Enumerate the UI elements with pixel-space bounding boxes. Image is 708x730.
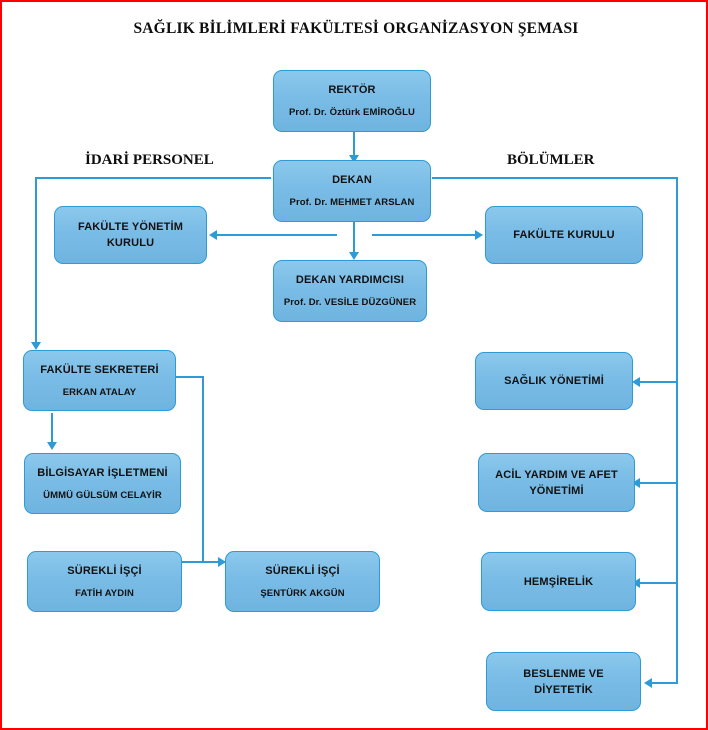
node-saglik-yonetimi[interactable]: SAĞLIK YÖNETİMİ [475, 352, 633, 410]
node-saglik-yonetimi-title: SAĞLIK YÖNETİMİ [504, 375, 604, 387]
connector-dekan-yardimci [353, 221, 355, 257]
connector-sekreteri-bilgisayar [51, 413, 53, 445]
arrow-beslenme [644, 678, 652, 688]
node-rektor-person: Prof. Dr. Öztürk EMİROĞLU [288, 107, 415, 118]
node-bilgisayar-title: BİLGİSAYAR İŞLETMENİ [37, 466, 168, 479]
node-bilgisayar-person: ÜMMÜ GÜLSÜM CELAYİR [43, 489, 162, 501]
node-dekan-title: DEKAN [332, 174, 372, 186]
node-fakulte-kurulu[interactable]: FAKÜLTE KURULU [485, 206, 643, 264]
connector-isci-trunk [202, 376, 204, 562]
node-beslenme-title: BESLENME VE [523, 667, 604, 680]
arrow-isci-2 [218, 557, 226, 567]
arrow-fakulte-kurulu [475, 230, 483, 240]
node-fakulte-yonetim-title: FAKÜLTE YÖNETİM [77, 221, 184, 233]
connector-branch-beslenme [652, 682, 678, 684]
connector-left-trunk [35, 177, 37, 345]
node-rektor[interactable]: REKTÖR Prof. Dr. Öztürk EMİROĞLU [273, 70, 431, 132]
node-isci-1-title: SÜREKLİ İŞÇİ [67, 564, 142, 577]
page-title: SAĞLIK BİLİMLERİ FAKÜLTESİ ORGANİZASYON … [133, 20, 579, 37]
connector-branch-hemsirelik [640, 582, 678, 584]
arrow-rektor-dekan [349, 155, 359, 163]
node-beslenme-diyetetik[interactable]: BESLENME VE DİYETETİK [486, 652, 641, 711]
node-fakulte-yonetim-title2: KURULU [106, 237, 155, 249]
section-label-idari-personel: İDARİ PERSONEL [85, 152, 214, 168]
node-bilgisayar-isletmeni[interactable]: BİLGİSAYAR İŞLETMENİ ÜMMÜ GÜLSÜM CELAYİR [24, 453, 181, 514]
node-acil-yardim-title2: YÖNETİMİ [529, 484, 584, 497]
node-hemsirelik[interactable]: HEMŞİRELİK [481, 552, 636, 611]
arrow-saglik-yonetimi [632, 377, 640, 387]
node-isci-2-title: SÜREKLİ İŞÇİ [265, 564, 340, 577]
arrow-dekan-yardimci [349, 252, 359, 260]
connector-branch-acil [640, 482, 678, 484]
node-isci-1-person: FATİH AYDIN [75, 587, 134, 599]
connector-rektor-dekan [353, 131, 355, 157]
node-rektor-title: REKTÖR [328, 84, 376, 96]
node-acil-yardim-title: ACİL YARDIM VE AFET [495, 468, 618, 481]
node-fakulte-sekreteri[interactable]: FAKÜLTE SEKRETERİ ERKAN ATALAY [23, 350, 176, 411]
node-dekan-person: Prof. Dr. MEHMET ARSLAN [289, 197, 415, 208]
connector-sekreteri-right-h [174, 376, 204, 378]
node-hemsirelik-title: HEMŞİRELİK [523, 575, 594, 588]
node-isci-2-person: ŞENTÜRK AKGÜN [260, 587, 345, 599]
node-fakulte-sekreteri-title: FAKÜLTE SEKRETERİ [40, 363, 159, 376]
node-dekan-yardimcisi[interactable]: DEKAN YARDIMCISI Prof. Dr. VESİLE DÜZGÜN… [273, 260, 427, 322]
arrow-acil-yardim [632, 478, 640, 488]
node-fakulte-sekreteri-person: ERKAN ATALAY [62, 386, 137, 398]
node-beslenme-title2: DİYETETİK [534, 683, 593, 696]
connector-dekan-fakulte-kurulu [372, 234, 477, 236]
section-label-bolumler: BÖLÜMLER [507, 152, 595, 168]
node-fakulte-kurulu-title: FAKÜLTE KURULU [513, 229, 615, 241]
node-surekli-isci-2[interactable]: SÜREKLİ İŞÇİ ŞENTÜRK AKGÜN [225, 551, 380, 612]
arrow-left-trunk-sekreteri [31, 342, 41, 350]
node-surekli-isci-1[interactable]: SÜREKLİ İŞÇİ FATİH AYDIN [27, 551, 182, 612]
connector-dekan-fakulte-yonetim [217, 234, 337, 236]
node-acil-yardim-afet[interactable]: ACİL YARDIM VE AFET YÖNETİMİ [478, 453, 635, 512]
node-dekan-yardimcisi-person: Prof. Dr. VESİLE DÜZGÜNER [283, 297, 417, 308]
node-fakulte-yonetim-kurulu[interactable]: FAKÜLTE YÖNETİM KURULU [54, 206, 207, 264]
node-dekan[interactable]: DEKAN Prof. Dr. MEHMET ARSLAN [273, 160, 431, 222]
arrow-bilgisayar [47, 442, 57, 450]
node-dekan-yardimcisi-title: DEKAN YARDIMCISI [295, 274, 405, 286]
arrow-fakulte-yonetim [209, 230, 217, 240]
arrow-hemsirelik [632, 578, 640, 588]
connector-branch-saglik [640, 381, 678, 383]
connector-right-trunk [676, 177, 678, 684]
connector-dekan-right-h [432, 177, 678, 179]
connector-dekan-left-h [35, 177, 271, 179]
